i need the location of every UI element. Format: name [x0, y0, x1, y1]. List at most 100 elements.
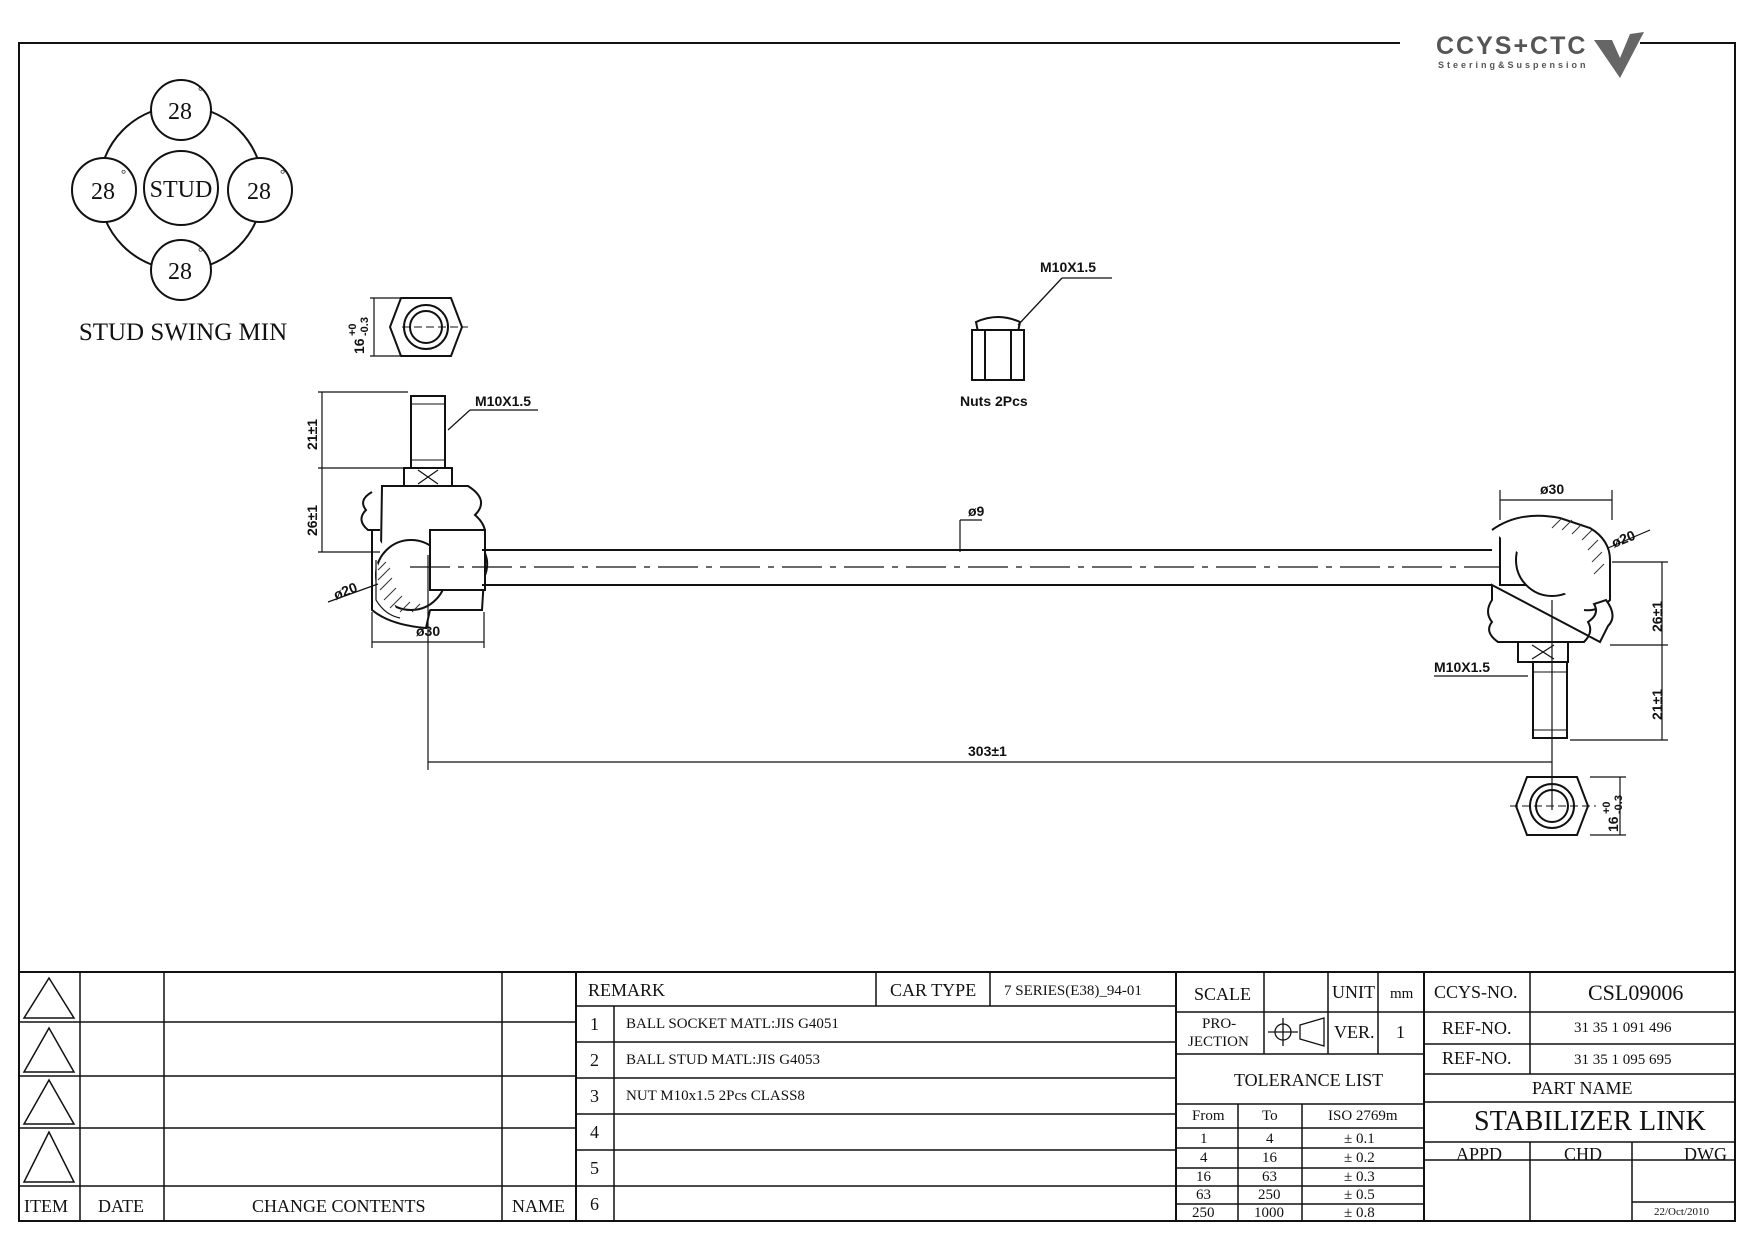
drawing-frame: [18, 42, 1736, 1222]
socket-diameter-right: ø30: [1540, 481, 1564, 497]
ball-height-left: 26±1: [304, 505, 320, 536]
tol-from: 63: [1196, 1187, 1211, 1203]
tol-value: ± 0.3: [1344, 1169, 1375, 1185]
rev-header-change: CHANGE CONTENTS: [252, 1196, 426, 1216]
ccys-no-value: CSL09006: [1588, 980, 1684, 1005]
nuts-qty-label: Nuts 2Pcs: [960, 393, 1028, 409]
hex-view-left: [370, 297, 468, 357]
thread-left-label: M10X1.5: [475, 393, 531, 409]
ball-diameter-left: ø20: [331, 579, 360, 603]
socket-diameter-left: ø30: [416, 623, 440, 639]
rev-header-item: ITEM: [24, 1196, 68, 1216]
swing-bottom: 28: [168, 259, 192, 285]
stud-length-right: 21±1: [1649, 689, 1665, 720]
tol-upper: +0: [347, 323, 359, 336]
rod-diameter-label: ø9: [968, 503, 985, 519]
remark-text: BALL SOCKET MATL:JIS G4051: [626, 1016, 839, 1032]
remark-no: 3: [590, 1086, 599, 1106]
remark-no: 4: [590, 1122, 599, 1142]
ver-label: VER.: [1334, 1022, 1375, 1042]
gasket-hatch-right: [1551, 517, 1605, 575]
swing-top: 28: [168, 99, 192, 125]
tol-value: ± 0.8: [1344, 1205, 1375, 1221]
swing-left: 28: [91, 179, 115, 205]
part-name-label: PART NAME: [1532, 1078, 1633, 1098]
nut-thread-label: M10X1.5: [1040, 259, 1096, 275]
rev-header-name: NAME: [512, 1196, 565, 1216]
ball-diameter-right: ø20: [1609, 527, 1638, 551]
tol-to: 63: [1262, 1169, 1277, 1185]
part-name-value: STABILIZER LINK: [1474, 1106, 1706, 1137]
unit-label: UNIT: [1332, 982, 1375, 1002]
gasket-hatch-left: [377, 561, 421, 613]
ccys-no-label: CCYS-NO.: [1434, 982, 1518, 1002]
overall-length-dimension: [428, 600, 1553, 810]
tol-header-from: From: [1192, 1108, 1225, 1124]
deg-mark: °: [198, 83, 203, 98]
tol-header-to: To: [1262, 1108, 1278, 1124]
company-logo: CCYS+CTC Steering&Suspension: [1400, 18, 1644, 88]
title-block-grid: [18, 971, 1736, 1222]
revision-triangles: [22, 976, 76, 1183]
deg-mark: °: [121, 166, 126, 181]
deg-mark: °: [198, 244, 203, 259]
dimension-lines-left: [318, 391, 538, 770]
ball-height-right: 26±1: [1649, 601, 1665, 632]
tol-value: ± 0.5: [1344, 1187, 1375, 1203]
car-type-label: CAR TYPE: [890, 980, 977, 1000]
dimension-lines-right: [1434, 490, 1668, 741]
tol-from: 1: [1200, 1131, 1208, 1147]
hex-size-right: 16: [1605, 816, 1621, 832]
projection-label: JECTION: [1188, 1034, 1249, 1050]
tol-upper: +0: [1601, 801, 1613, 814]
swing-right: 28: [247, 179, 271, 205]
logo-tagline: Steering&Suspension: [1438, 60, 1589, 70]
logo-brand: CCYS+CTC: [1436, 32, 1588, 60]
scale-label: SCALE: [1194, 984, 1252, 1004]
tol-value: ± 0.1: [1344, 1131, 1375, 1147]
tol-from: 250: [1192, 1205, 1215, 1221]
ref-no-value: 31 35 1 095 695: [1574, 1052, 1672, 1068]
ref-no-value: 31 35 1 091 496: [1574, 1020, 1672, 1036]
remark-title: REMARK: [588, 980, 666, 1000]
logo-mark-icon: [1594, 32, 1644, 78]
ref-no-label: REF-NO.: [1442, 1018, 1512, 1038]
nut-part: [971, 277, 1112, 381]
deg-mark: °: [280, 166, 285, 181]
swing-center: STUD: [150, 177, 213, 203]
rev-header-date: DATE: [98, 1196, 144, 1216]
ver-value: 1: [1396, 1022, 1405, 1042]
car-type-value: 7 SERIES(E38)_94-01: [1004, 983, 1142, 999]
dwg-label: DWG: [1684, 1144, 1727, 1164]
appd-label: APPD: [1456, 1144, 1503, 1164]
tol-to: 250: [1258, 1187, 1281, 1203]
ball-joint-left: [360, 395, 489, 630]
chd-label: CHD: [1564, 1144, 1603, 1164]
tol-to: 16: [1262, 1150, 1277, 1166]
remark-no: 6: [590, 1194, 599, 1214]
projection-symbol: [1268, 1017, 1325, 1047]
overall-length-label: 303±1: [968, 743, 1007, 759]
remark-no: 5: [590, 1158, 599, 1178]
remark-text: BALL STUD MATL:JIS G4053: [626, 1052, 821, 1068]
unit-value: mm: [1390, 986, 1414, 1002]
tolerance-title: TOLERANCE LIST: [1234, 1070, 1384, 1090]
tol-lower: -0.3: [1613, 795, 1625, 814]
tol-to: 4: [1266, 1131, 1274, 1147]
tol-from: 16: [1196, 1169, 1211, 1185]
remark-no: 2: [590, 1050, 599, 1070]
connecting-rod: [410, 549, 1560, 586]
tol-from: 4: [1200, 1150, 1208, 1166]
drawing-date: 22/Oct/2010: [1654, 1206, 1709, 1218]
hex-size-left: 16: [351, 338, 367, 354]
ref-no-label: REF-NO.: [1442, 1048, 1512, 1068]
swing-label: STUD SWING MIN: [79, 319, 287, 346]
thread-right-label: M10X1.5: [1434, 659, 1490, 675]
remark-text: NUT M10x1.5 2Pcs CLASS8: [626, 1088, 805, 1104]
tol-value: ± 0.2: [1344, 1150, 1375, 1166]
hex-view-right: [1510, 776, 1626, 836]
tol-to: 1000: [1254, 1205, 1284, 1221]
remark-no: 1: [590, 1014, 599, 1034]
stud-swing-diagram: [71, 79, 293, 301]
